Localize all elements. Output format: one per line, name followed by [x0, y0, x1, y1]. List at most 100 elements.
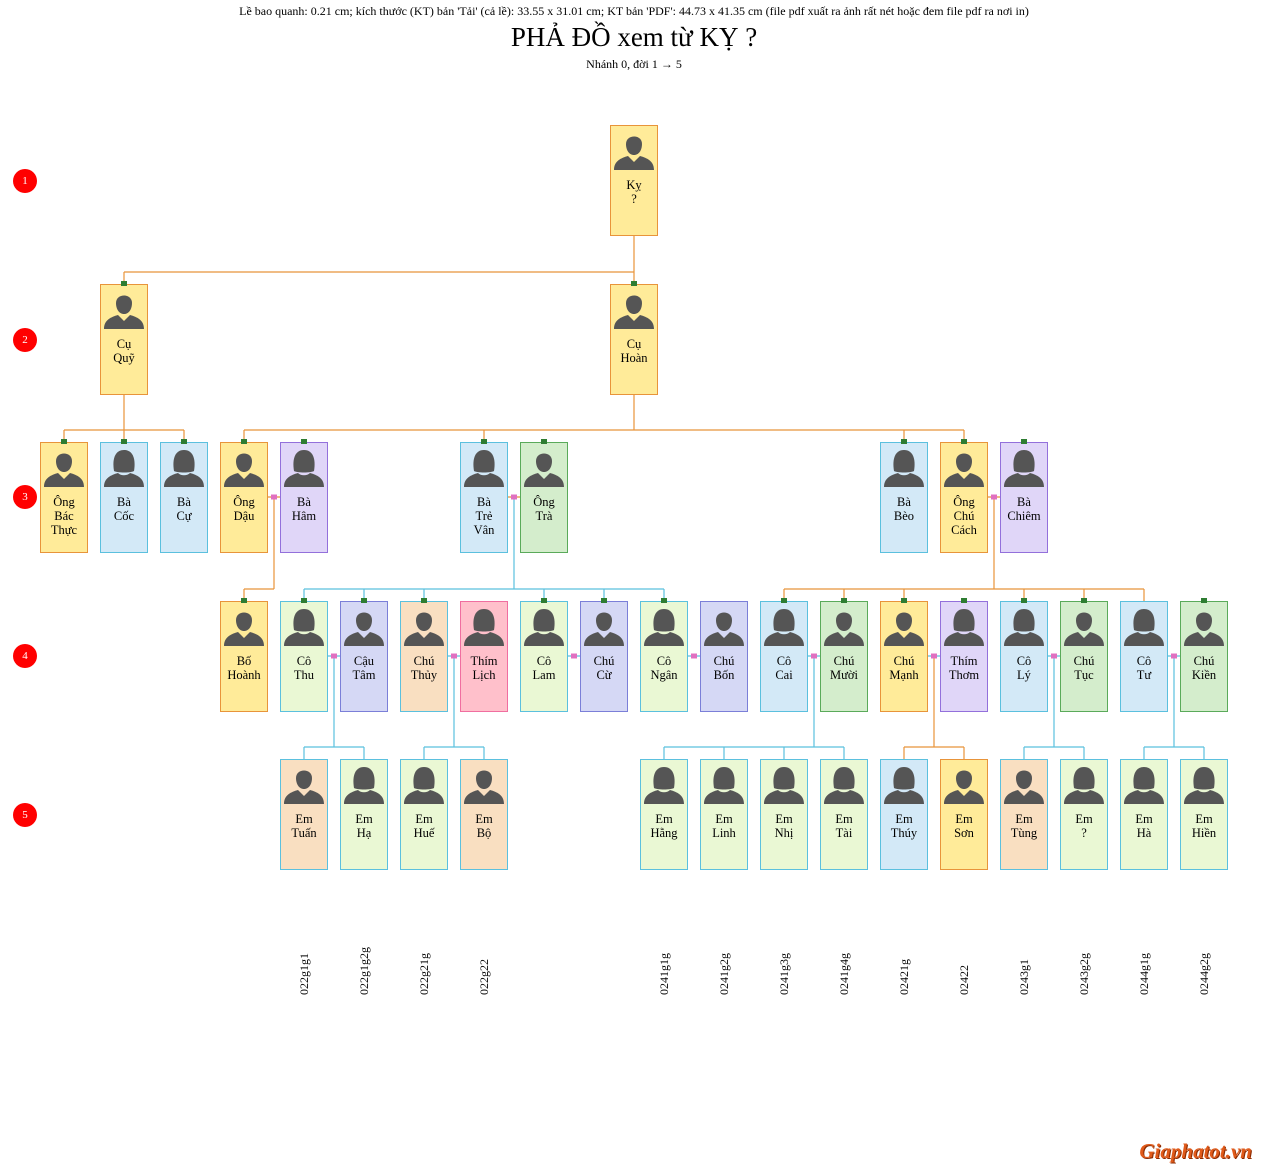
link-marker: [661, 598, 667, 603]
link-marker: [481, 439, 487, 444]
female-avatar-icon: [464, 450, 504, 487]
female-avatar-icon: [1004, 609, 1044, 646]
generation-marker-5: 5: [13, 803, 37, 827]
person-code: 0244g1g: [1137, 953, 1151, 995]
link-marker: [961, 598, 967, 603]
female-avatar-icon: [1004, 450, 1044, 487]
connector-hoan-children: [243, 395, 965, 442]
person-code: 0241g2g: [717, 953, 731, 995]
male-avatar-icon: [404, 612, 444, 646]
spouse-marker: [1171, 653, 1177, 659]
connector-thu-children: [303, 656, 365, 759]
connector-tra-children: [303, 497, 665, 601]
male-avatar-icon: [614, 136, 654, 170]
male-avatar-icon: [884, 612, 924, 646]
spouse-marker: [931, 653, 937, 659]
male-avatar-icon: [44, 453, 84, 487]
link-marker: [901, 439, 907, 444]
person-code: 022g1g2g: [357, 947, 371, 995]
male-avatar-icon: [824, 612, 864, 646]
female-avatar-icon: [704, 767, 744, 804]
male-avatar-icon: [344, 612, 384, 646]
male-avatar-icon: [944, 453, 984, 487]
link-marker: [961, 439, 967, 444]
male-avatar-icon: [704, 612, 744, 646]
link-marker: [631, 281, 637, 286]
connector-ly-children: [1023, 656, 1085, 759]
female-avatar-icon: [824, 767, 864, 804]
connector-cai-children: [663, 656, 845, 759]
person-card-emq[interactable]: Em?: [1060, 759, 1108, 870]
spouse-marker: [1051, 653, 1057, 659]
link-marker: [1201, 598, 1207, 603]
male-avatar-icon: [584, 612, 624, 646]
male-avatar-icon: [1064, 612, 1104, 646]
size-note: Lề bao quanh: 0.21 cm; kích thước (KT) b…: [239, 4, 1029, 18]
site-logo[interactable]: Giaphatot.vn: [1139, 1139, 1252, 1163]
link-marker: [301, 439, 307, 444]
person-code: 0243g1: [1017, 959, 1031, 995]
person-card-ky[interactable]: Kỵ?: [610, 125, 658, 236]
female-avatar-icon: [1184, 767, 1224, 804]
